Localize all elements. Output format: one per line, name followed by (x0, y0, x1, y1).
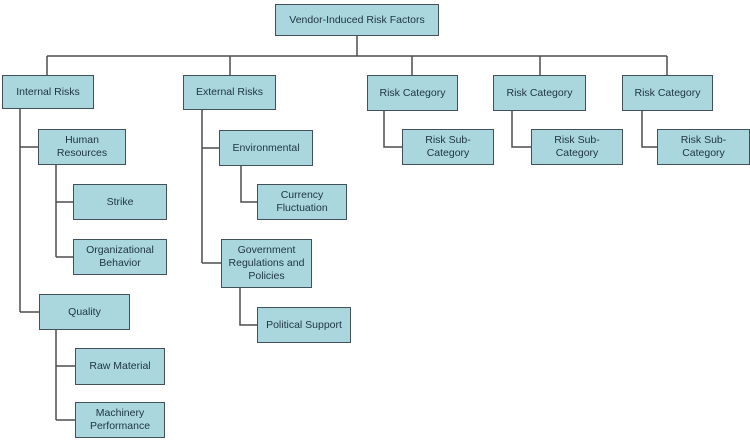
connector-environmental-rail (240, 166, 257, 203)
connector-riskcat2-rail (511, 111, 531, 148)
node-external-risks[interactable]: External Risks (183, 75, 276, 110)
connector-root-bus (46, 36, 668, 75)
node-label: Risk Sub- Category (554, 134, 600, 159)
connector-internal-rail (19, 109, 39, 313)
node-label: Political Support (266, 318, 342, 331)
node-label: Raw Material (89, 360, 151, 372)
node-government-regulations-and-policies[interactable]: Government Regulations and Policies (221, 239, 312, 288)
node-label: Risk Sub- Category (680, 134, 727, 159)
connector-hr-rail (55, 164, 73, 258)
node-label: Risk Category (506, 86, 573, 99)
node-risk-sub-category-3[interactable]: Risk Sub- Category (657, 129, 750, 165)
node-political-support[interactable]: Political Support (257, 307, 351, 343)
node-label: Vendor-Induced Risk Factors (289, 13, 425, 26)
node-label: Organizational Behavior (86, 244, 154, 269)
node-risk-sub-category-2[interactable]: Risk Sub- Category (531, 129, 623, 165)
node-label: External Risks (195, 86, 264, 98)
node-label: Risk Category (634, 86, 701, 99)
node-raw-material[interactable]: Raw Material (75, 348, 165, 385)
node-organizational-behavior[interactable]: Organizational Behavior (73, 239, 167, 275)
node-label: Environmental (232, 141, 300, 154)
node-label: Machinery Performance (89, 407, 151, 432)
node-currency-fluctuation[interactable]: Currency Fluctuation (257, 184, 347, 220)
node-quality[interactable]: Quality (39, 294, 130, 330)
connector-government-rail (239, 288, 257, 326)
node-human-resources[interactable]: Human Resources (38, 129, 126, 165)
node-label: Strike (106, 195, 134, 208)
connector-riskcat3-rail (641, 111, 657, 148)
node-risk-category-3[interactable]: Risk Category (622, 75, 713, 111)
node-environmental[interactable]: Environmental (219, 130, 313, 166)
node-risk-sub-category-1[interactable]: Risk Sub- Category (402, 129, 494, 165)
node-label: Internal Risks (16, 85, 80, 98)
node-vendor-induced-risk-factors[interactable]: Vendor-Induced Risk Factors (275, 4, 439, 36)
node-label: Currency Fluctuation (276, 189, 328, 214)
node-label: Risk Sub- Category (425, 134, 471, 159)
node-label: Risk Category (379, 86, 446, 99)
connector-quality-rail (55, 330, 75, 421)
node-machinery-performance[interactable]: Machinery Performance (75, 402, 165, 438)
node-risk-category-2[interactable]: Risk Category (493, 75, 586, 111)
connector-riskcat1-rail (383, 111, 402, 148)
node-label: Quality (68, 305, 101, 318)
node-internal-risks[interactable]: Internal Risks (2, 75, 94, 109)
node-label: Government Regulations and Policies (228, 244, 305, 282)
node-label: Human Resources (56, 134, 108, 159)
node-strike[interactable]: Strike (73, 184, 167, 220)
node-risk-category-1[interactable]: Risk Category (367, 75, 458, 111)
